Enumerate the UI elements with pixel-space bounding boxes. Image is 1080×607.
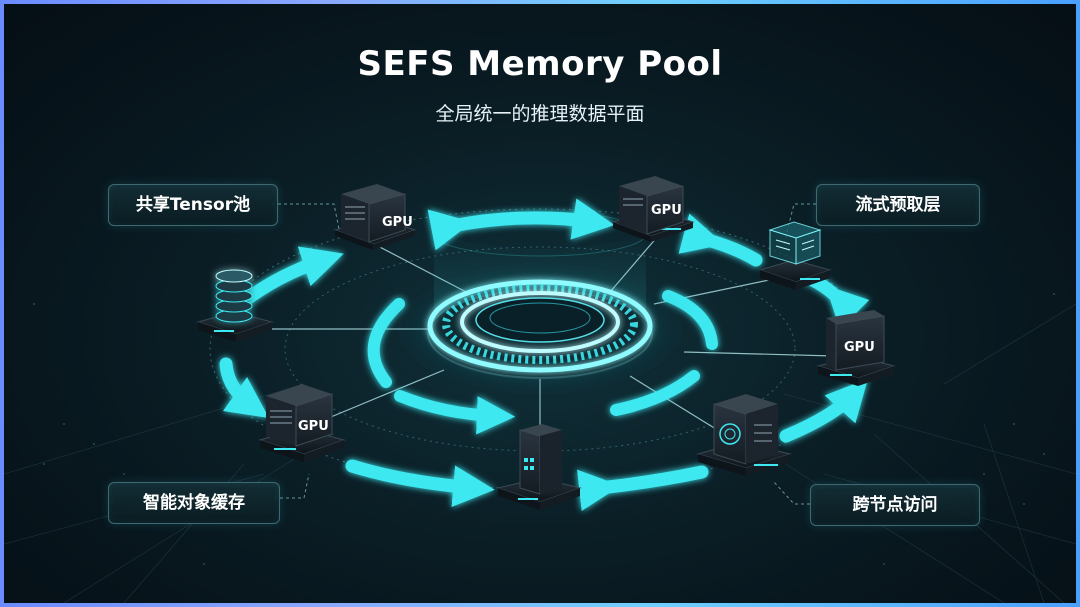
page-title: SEFS Memory Pool: [357, 44, 723, 84]
gpu-label-top-right: GPU: [651, 203, 682, 218]
tag-shared-tensor-pool: 共享Tensor池: [108, 184, 278, 226]
tag-cross-node-access: 跨节点访问: [810, 484, 980, 526]
inner-flow-arcs: [367, 290, 718, 435]
network-diagram: GPU GPU: [4, 176, 1076, 603]
gpu-server-icon: [611, 176, 695, 242]
arc-lower-right: [779, 378, 868, 443]
gpu-server-icon: [333, 184, 417, 250]
inner-arc-left: [367, 298, 405, 388]
gpu-label-lower-left: GPU: [298, 419, 329, 434]
inner-arc-bottom: [394, 390, 516, 435]
memory-ring-icon: [390, 265, 690, 393]
gpu-label-top-left: GPU: [382, 215, 413, 230]
storage-stack-icon: [196, 269, 274, 342]
tag-streaming-prefetch-layer: 流式预取层: [816, 184, 980, 226]
arc-top: [427, 198, 615, 251]
background-dots: [33, 293, 1055, 565]
hologram-processor-icon: [758, 221, 832, 290]
inner-arc-bottom-right: [610, 370, 700, 416]
arc-upper-right: [678, 213, 763, 267]
gpu-label-right: GPU: [844, 340, 875, 355]
gpu-server-icon: [816, 310, 896, 386]
arc-left: [219, 357, 269, 419]
tag-smart-object-cache: 智能对象缓存: [108, 482, 280, 524]
gpu-server-icon: [258, 384, 346, 462]
arc-lower-left: [345, 459, 495, 507]
inner-arc-right: [662, 290, 718, 350]
tower-server-icon: [496, 424, 582, 510]
arc-bottom: [577, 465, 709, 511]
secure-server-icon: [696, 394, 792, 476]
orbit-inner: [284, 246, 796, 452]
page-subtitle: 全局统一的推理数据平面: [435, 103, 645, 125]
